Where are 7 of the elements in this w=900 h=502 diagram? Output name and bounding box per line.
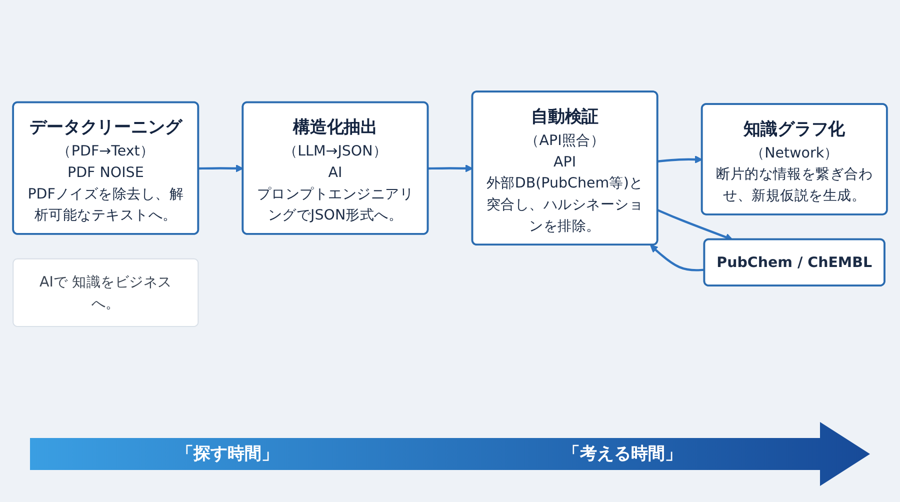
arrow xyxy=(657,209,733,241)
arrow xyxy=(650,244,705,272)
arrow xyxy=(198,164,244,172)
arrow xyxy=(428,164,474,172)
timeline-label: 「考える時間」 xyxy=(563,443,682,465)
timeline-label: 「探す時間」 xyxy=(176,443,278,465)
arrow xyxy=(658,156,703,164)
